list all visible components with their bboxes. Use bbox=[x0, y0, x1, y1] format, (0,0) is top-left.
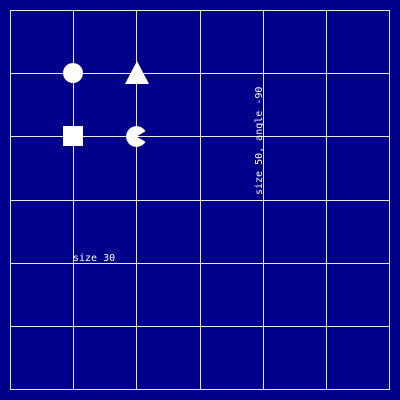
square-icon bbox=[63, 126, 83, 146]
pacman-icon bbox=[126, 126, 146, 147]
shapes-group bbox=[63, 61, 149, 147]
size-angle-label: size 50, angle -90 bbox=[254, 87, 265, 195]
size-label: size 30 bbox=[73, 253, 115, 264]
triangle-icon bbox=[125, 61, 149, 84]
circle-icon bbox=[63, 63, 83, 83]
labels-group: size 30 size 50, angle -90 bbox=[73, 87, 265, 264]
